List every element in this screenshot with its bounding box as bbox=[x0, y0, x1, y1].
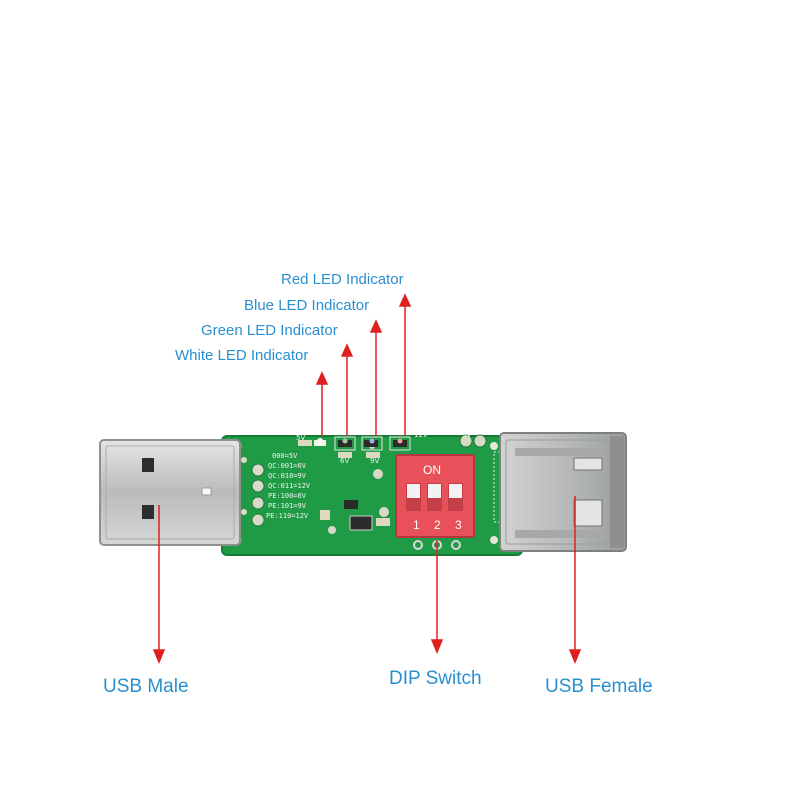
silkscreen-line: 000=5V bbox=[272, 452, 298, 460]
dip-switch-markings: ON 1 2 3 bbox=[413, 463, 462, 532]
led-mark-6v: 6V bbox=[340, 457, 349, 465]
usb-male-label: USB Male bbox=[103, 676, 189, 697]
board-mark-3v: 3V bbox=[462, 431, 471, 439]
led-voltage-marks: 5V 6V 9V 12V 3V bbox=[296, 431, 471, 465]
dip-switch-component bbox=[395, 454, 475, 550]
dip-number: 1 bbox=[413, 518, 420, 532]
silkscreen-line: QC:001=6V bbox=[268, 462, 307, 470]
usb-female-arrow bbox=[568, 496, 582, 664]
usb-male-connector bbox=[99, 439, 241, 546]
led-mark-9v: 9V bbox=[370, 457, 379, 465]
white-led-arrow bbox=[315, 371, 329, 436]
silkscreen-line: QC:010=9V bbox=[268, 472, 307, 480]
dip-on-label: ON bbox=[423, 463, 441, 477]
blue-led-arrow bbox=[369, 319, 383, 436]
pcb-board bbox=[221, 434, 523, 556]
blue-led-label: Blue LED Indicator bbox=[244, 297, 370, 314]
usb-male-arrow bbox=[152, 505, 166, 664]
silkscreen-line: QC:011=12V bbox=[268, 482, 311, 490]
green-led-arrow bbox=[340, 343, 354, 436]
silkscreen-line: PE:100=6V bbox=[268, 492, 307, 500]
dip-number: 3 bbox=[455, 518, 462, 532]
dip-switch-arrow bbox=[430, 540, 444, 654]
led-mark-5v: 5V bbox=[296, 434, 305, 442]
green-led-label: Green LED Indicator bbox=[201, 322, 338, 339]
silkscreen-line: PE:101=9V bbox=[268, 502, 307, 510]
dip-switch-label: DIP Switch bbox=[389, 668, 482, 689]
usb-female-connector bbox=[499, 432, 627, 552]
silkscreen-voltage-table: 000=5V QC:001=6V QC:010=9V QC:011=12V PE… bbox=[266, 452, 311, 520]
silkscreen-line: PE:110=12V bbox=[266, 512, 309, 520]
red-led-arrow bbox=[398, 293, 412, 436]
led-mark-12v: 12V bbox=[414, 431, 428, 439]
white-led-label: White LED Indicator bbox=[175, 347, 309, 364]
red-led-label: Red LED Indicator bbox=[281, 271, 404, 288]
usb-female-label: USB Female bbox=[545, 676, 653, 697]
dip-number: 2 bbox=[434, 518, 441, 532]
